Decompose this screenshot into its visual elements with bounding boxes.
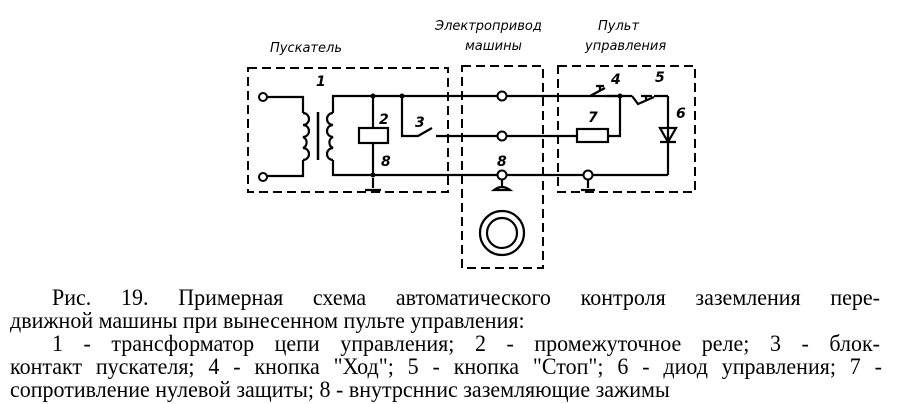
panel-box xyxy=(557,65,696,193)
relay-icon xyxy=(357,126,390,145)
starter-ground-icon xyxy=(365,178,381,192)
wiring xyxy=(258,84,678,257)
ground-clamp-icon xyxy=(490,180,514,192)
diode-icon xyxy=(658,126,678,145)
resistor-icon xyxy=(575,127,610,144)
caption-legend-line-1: 1 - трансформатор цепи управления; 2 - п… xyxy=(52,329,880,357)
label-8-mid: 8 xyxy=(497,154,507,170)
block-contact-icon xyxy=(400,96,433,138)
block-title-drive-2: машины xyxy=(465,39,522,54)
caption-title-line-2: движной машины при вынесенном пульте упр… xyxy=(10,306,525,334)
label-7: 7 xyxy=(588,110,598,126)
label-6: 6 xyxy=(676,106,686,122)
label-3: 3 xyxy=(415,115,425,131)
transformer-secondary-icon xyxy=(325,111,334,162)
caption-legend-line-3: сопротивление нулевой защиты; 8 - внутрс… xyxy=(10,375,670,403)
button-go-icon xyxy=(589,84,606,97)
block-title-starter: Пускатель xyxy=(270,41,342,56)
panel-ground-icon xyxy=(581,180,595,192)
button-stop-icon xyxy=(631,94,668,106)
transformer-primary-icon xyxy=(302,111,311,162)
label-2: 2 xyxy=(379,112,389,128)
caption-title-line-1: Рис. 19. Примерная схема автоматического… xyxy=(52,283,880,311)
starter-box xyxy=(247,67,449,193)
circuit-diagram: Пускатель Электропривод машины Пульт упр… xyxy=(247,19,696,269)
label-4: 4 xyxy=(610,72,621,88)
drive-box xyxy=(461,65,544,269)
block-title-panel-1: Пульт xyxy=(598,19,639,34)
input-terminal-bottom xyxy=(258,172,268,182)
input-terminal-top xyxy=(258,92,268,102)
label-1: 1 xyxy=(316,74,326,90)
label-8-left: 8 xyxy=(381,154,391,170)
caption-legend-line-2: контакт пускателя; 4 - кнопка "Ход"; 5 -… xyxy=(10,352,882,380)
block-title-drive-1: Электропривод xyxy=(434,19,542,34)
label-5: 5 xyxy=(655,70,665,86)
block-title-panel-2: управления xyxy=(584,39,666,54)
machine-motor-icon xyxy=(478,209,526,257)
